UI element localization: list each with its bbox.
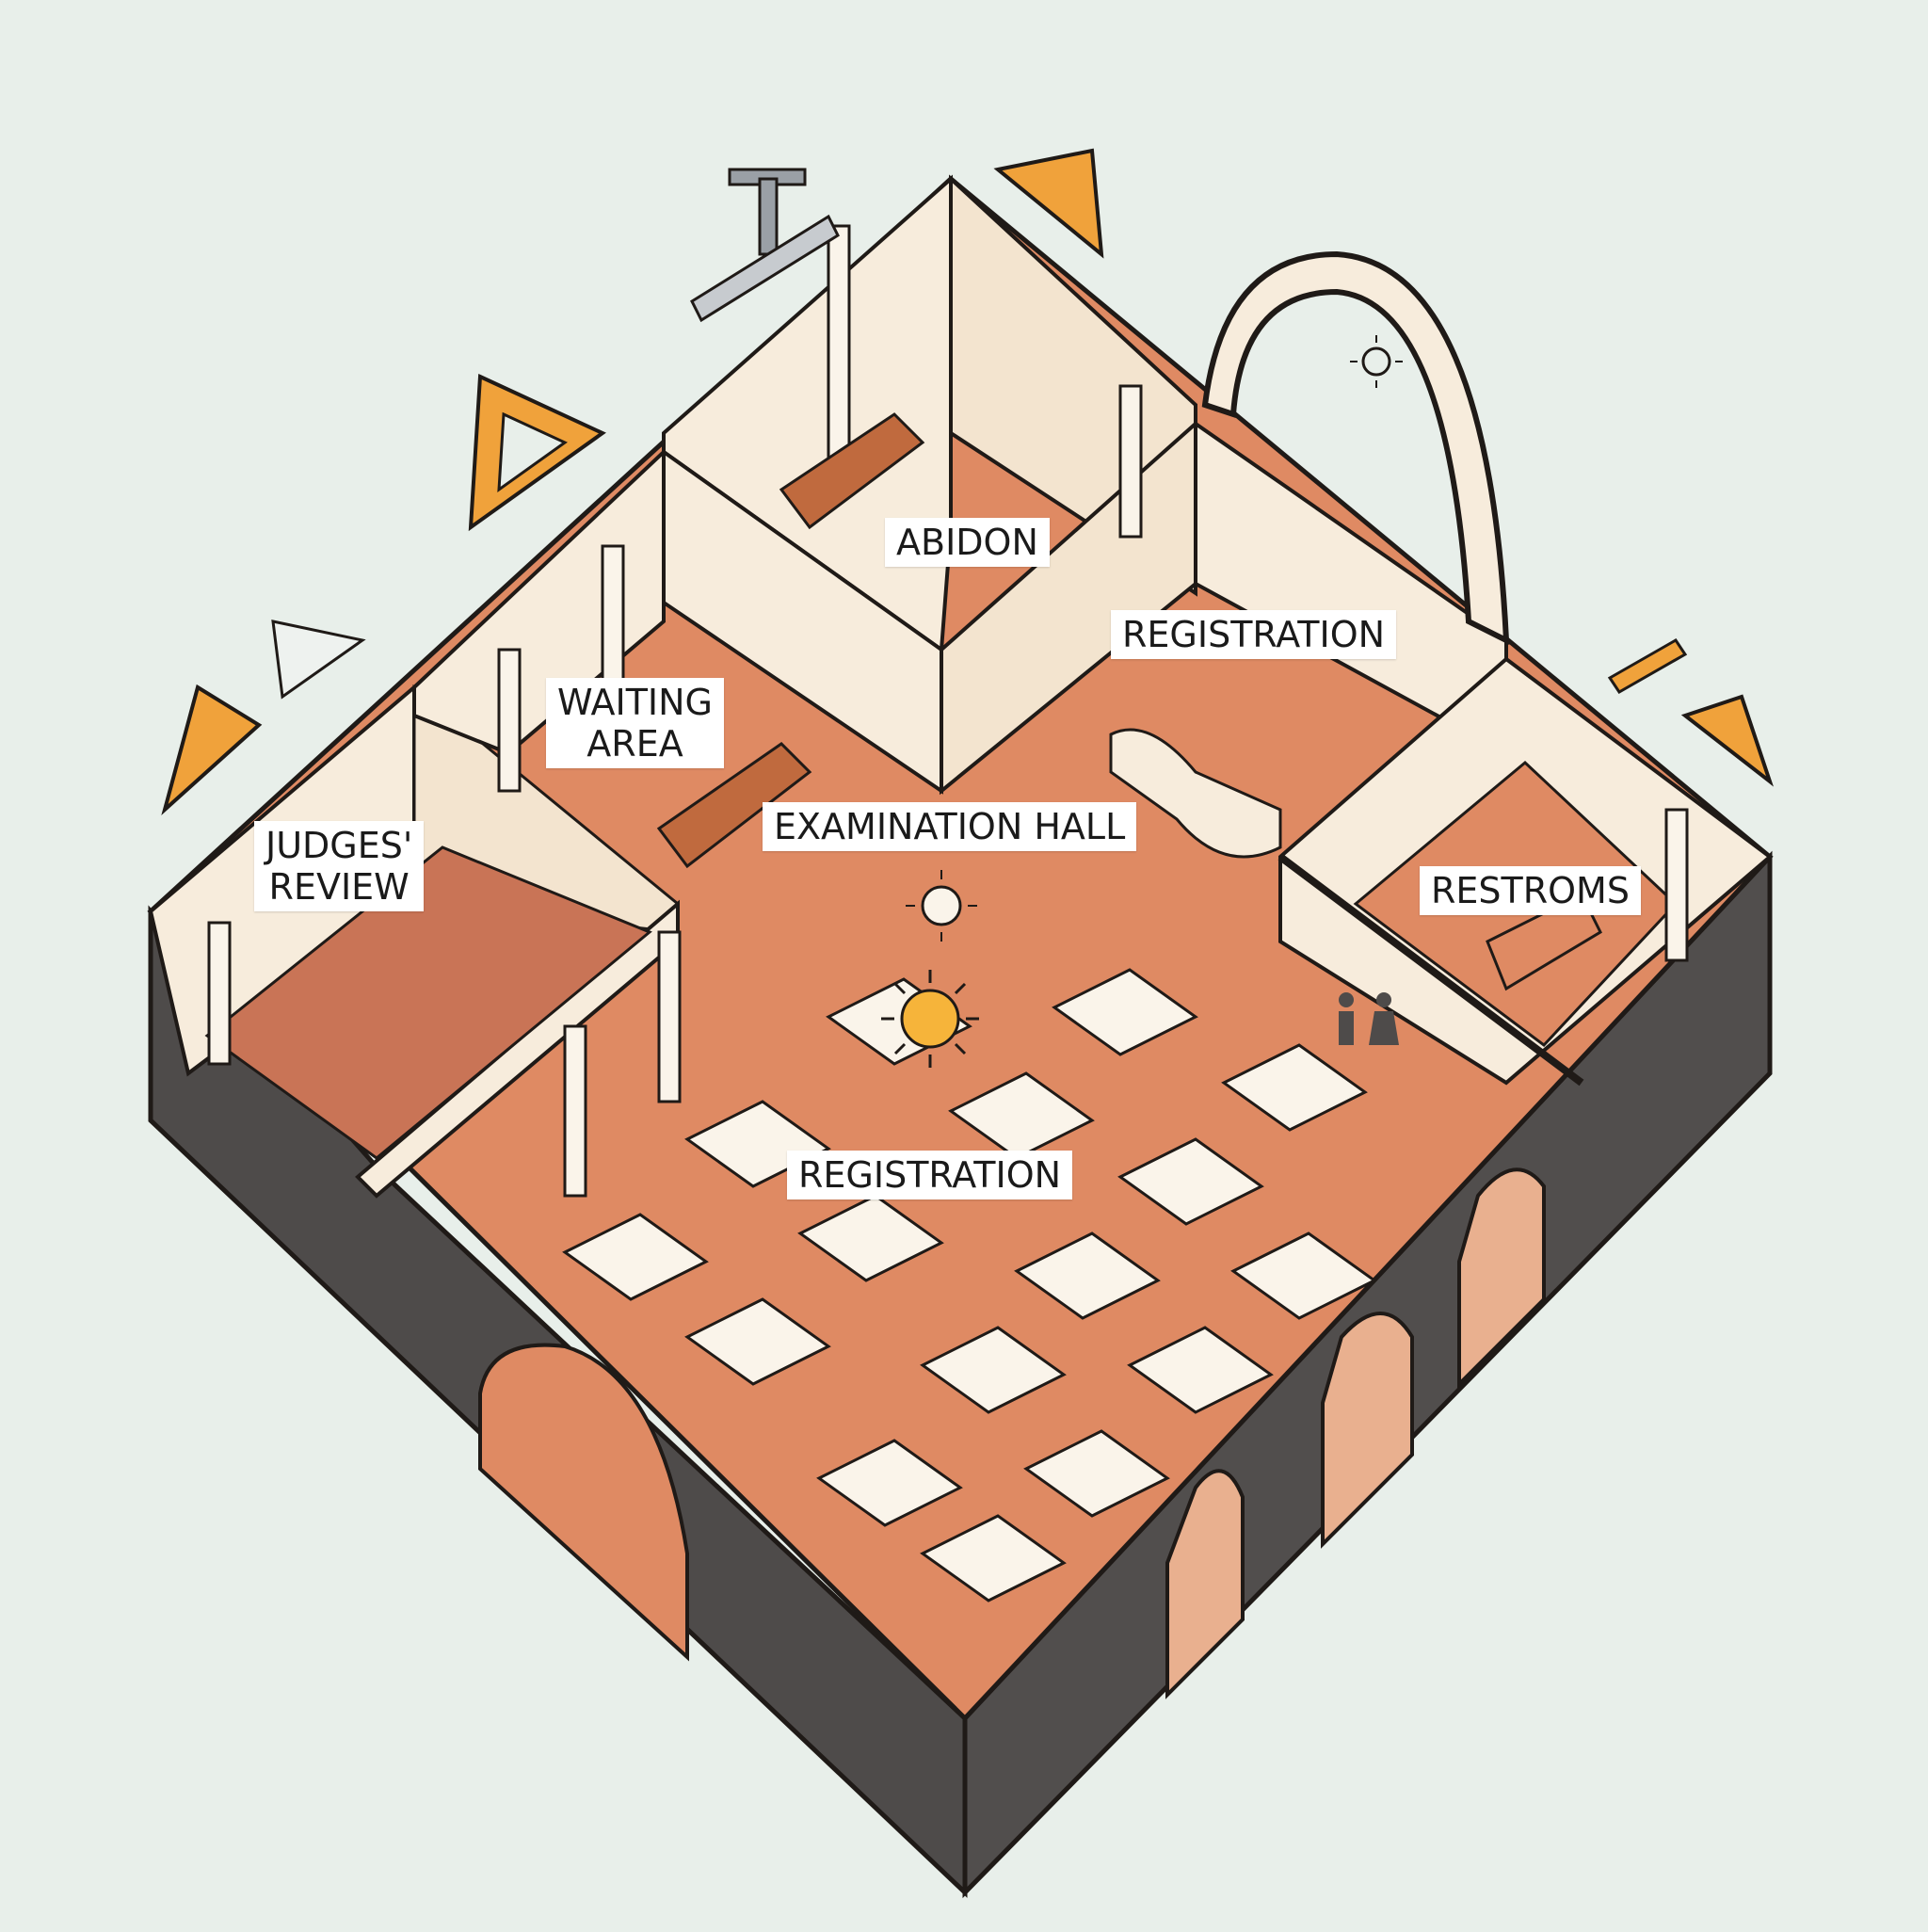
exam-desk-15 — [1023, 1429, 1170, 1518]
reception-desk — [1109, 728, 1282, 859]
column-6 — [657, 930, 682, 1103]
column-1 — [207, 921, 232, 1066]
sun-icon — [881, 970, 979, 1068]
sofa-abidon — [779, 412, 925, 530]
set-square-icon — [993, 148, 1104, 259]
room-label-judges-review: JUDGES' REVIEW — [254, 821, 425, 911]
arch-right-3 — [1457, 1167, 1546, 1389]
exam-desk-2 — [1052, 968, 1198, 1056]
restroom-sign-icon — [1339, 992, 1399, 1045]
sofa-waiting — [656, 742, 812, 869]
sun-outline-icon — [906, 870, 977, 942]
room-label-examination-hall: EXAMINATION HALL — [763, 802, 1137, 851]
room-label-restrooms: RESTROMS — [1420, 866, 1641, 915]
arch-dome — [1201, 250, 1510, 645]
set-square-icon — [1680, 694, 1774, 787]
exam-desk-7 — [562, 1213, 709, 1301]
exam-desk-5 — [948, 1071, 1095, 1160]
pencil-icon — [1607, 638, 1688, 694]
exam-desk-10 — [1230, 1232, 1377, 1320]
exam-desk-3 — [1221, 1043, 1368, 1132]
room-label-registration-top: REGISTRATION — [1111, 610, 1397, 659]
set-square-icon — [161, 684, 263, 816]
exam-desk-16 — [920, 1514, 1067, 1602]
column-4 — [827, 224, 851, 463]
column-3 — [601, 544, 625, 689]
room-label-waiting-area: WAITING AREA — [546, 678, 724, 768]
arch-right-1 — [1165, 1469, 1245, 1699]
arch-left — [478, 1343, 689, 1662]
column-8 — [1664, 808, 1689, 962]
exam-desk-14 — [816, 1439, 963, 1527]
room-label-abidon: ABIDON — [885, 518, 1050, 567]
exam-desk-11 — [684, 1297, 831, 1386]
exam-desk-6 — [1117, 1137, 1264, 1226]
room-label-registration-main: REGISTRATION — [787, 1151, 1073, 1199]
sun-dome-icon — [1350, 335, 1403, 388]
set-square-inner — [497, 411, 568, 493]
partition-exam-restrooms — [1277, 853, 1584, 1087]
exam-desk-12 — [920, 1326, 1067, 1414]
column-5 — [1118, 384, 1143, 539]
exam-desk-13 — [1127, 1326, 1274, 1414]
column-2 — [497, 648, 522, 793]
arch-right-2 — [1321, 1312, 1414, 1549]
t-square-icon — [690, 168, 840, 323]
set-square-gray-icon — [271, 620, 366, 700]
exam-desk-9 — [1014, 1232, 1161, 1320]
wall-abidon-left — [662, 174, 953, 653]
exam-desk-8 — [797, 1194, 944, 1282]
column-7 — [563, 1024, 587, 1198]
